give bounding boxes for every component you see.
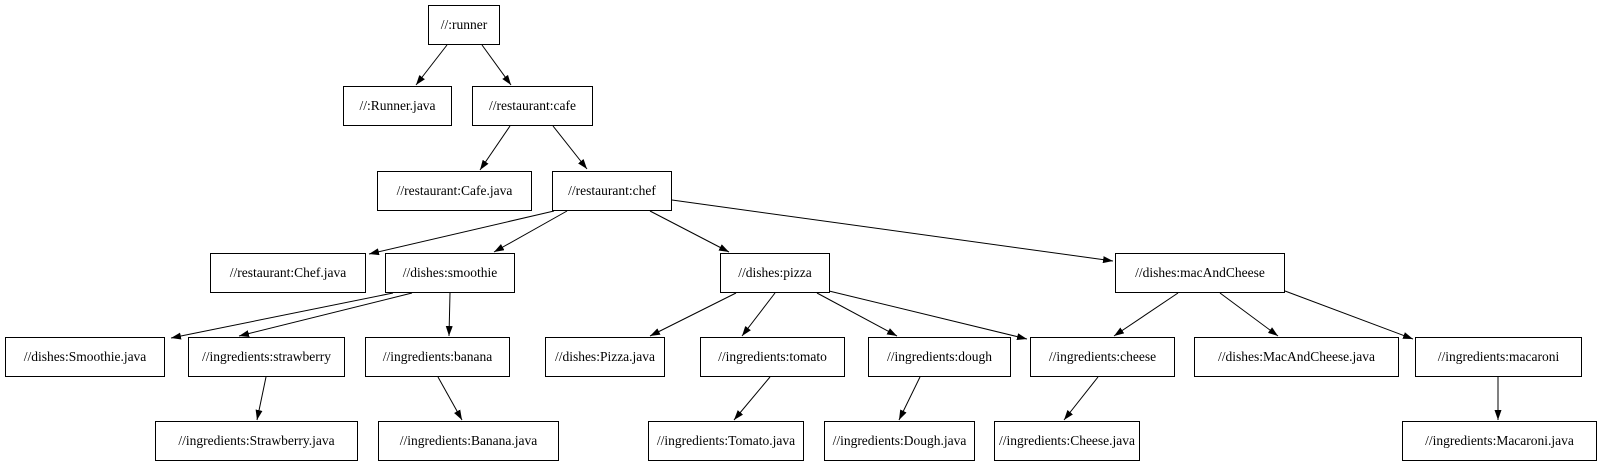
edge-chef-pizza [649, 210, 730, 253]
edge-banana-bananaJava [437, 376, 463, 421]
edge-pizza-dough [816, 292, 898, 337]
edge-pizza-pizzaJava [649, 292, 737, 337]
edge-strawberry-strawberryJava [255, 376, 267, 421]
node-strawberry: //ingredients:strawberry [188, 337, 345, 377]
edge-cheese-cheeseJava [1063, 376, 1099, 421]
edge-macAndCheese-macaroni [1284, 290, 1414, 340]
edge-tomato-tomatoJava [733, 376, 771, 421]
node-tomatoJava: //ingredients:Tomato.java [648, 421, 804, 461]
node-label-pizzaJava: //dishes:Pizza.java [554, 349, 656, 365]
edge-runner-cafe [481, 44, 512, 86]
node-label-bananaJava: //ingredients:Banana.java [399, 433, 538, 449]
edge-macAndCheese-macJava [1219, 292, 1279, 337]
node-label-strawberry: //ingredients:strawberry [202, 349, 331, 365]
node-macJava: //dishes:MacAndCheese.java [1194, 337, 1399, 377]
node-banana: //ingredients:banana [365, 337, 510, 377]
node-label-dough: //ingredients:dough [887, 349, 992, 365]
node-bananaJava: //ingredients:Banana.java [378, 421, 559, 461]
node-doughJava: //ingredients:Dough.java [824, 421, 975, 461]
node-label-macaroni: //ingredients:macaroni [1437, 349, 1560, 365]
node-label-pizza: //dishes:pizza [738, 265, 812, 281]
node-label-macJava: //dishes:MacAndCheese.java [1217, 349, 1376, 365]
node-label-tomato: //ingredients:tomato [718, 349, 827, 365]
node-cafe: //restaurant:cafe [472, 86, 593, 126]
node-label-chefJava: //restaurant:Chef.java [229, 265, 347, 281]
node-chef: //restaurant:chef [552, 171, 672, 211]
node-cheese: //ingredients:cheese [1030, 337, 1175, 377]
node-label-doughJava: //ingredients:Dough.java [832, 433, 967, 449]
edge-macAndCheese-cheese [1113, 292, 1179, 337]
node-strawberryJava: //ingredients:Strawberry.java [155, 421, 358, 461]
node-label-smoothie: //dishes:smoothie [402, 265, 498, 281]
edge-chef-macAndCheese [671, 199, 1114, 264]
node-dough: //ingredients:dough [868, 337, 1011, 377]
node-tomato: //ingredients:tomato [700, 337, 845, 377]
edge-smoothie-banana [445, 292, 453, 337]
node-label-cafe: //restaurant:cafe [489, 98, 576, 114]
node-smoothie: //dishes:smoothie [385, 253, 515, 293]
node-pizzaJava: //dishes:Pizza.java [545, 337, 665, 377]
node-pizza: //dishes:pizza [720, 253, 830, 293]
node-runnerJava: //:Runner.java [343, 86, 452, 126]
node-label-runner: //:runner [440, 17, 488, 33]
node-smoothieJava: //dishes:Smoothie.java [5, 337, 165, 377]
edge-cafe-chef [552, 125, 588, 170]
edge-pizza-cheese [828, 290, 1028, 341]
node-label-strawberryJava: //ingredients:Strawberry.java [178, 433, 335, 449]
edge-pizza-tomato [741, 292, 776, 337]
node-label-chef: //restaurant:chef [568, 183, 656, 199]
edge-chef-smoothie [493, 210, 568, 253]
node-label-smoothieJava: //dishes:Smoothie.java [23, 349, 147, 365]
node-label-cafeJava: //restaurant:Cafe.java [396, 183, 513, 199]
node-macAndCheese: //dishes:macAndCheese [1115, 253, 1285, 293]
node-label-banana: //ingredients:banana [382, 349, 493, 365]
node-chefJava: //restaurant:Chef.java [210, 253, 366, 293]
node-label-tomatoJava: //ingredients:Tomato.java [656, 433, 796, 449]
edge-smoothie-strawberry [238, 292, 413, 337]
node-macaroni: //ingredients:macaroni [1415, 337, 1582, 377]
node-cheeseJava: //ingredients:Cheese.java [994, 421, 1140, 461]
node-label-macaroniJava: //ingredients:Macaroni.java [1425, 433, 1574, 449]
node-label-cheese: //ingredients:cheese [1048, 349, 1157, 365]
edge-dough-doughJava [898, 376, 921, 421]
edge-cafe-cafeJava [479, 125, 511, 171]
node-label-runnerJava: //:Runner.java [359, 98, 436, 114]
edge-chef-chefJava [368, 210, 555, 256]
edge-smoothie-smoothieJava [170, 292, 394, 340]
node-cafeJava: //restaurant:Cafe.java [377, 171, 532, 211]
node-runner: //:runner [428, 5, 500, 45]
node-label-cheeseJava: //ingredients:Cheese.java [998, 433, 1136, 449]
edge-runner-runnerJava [415, 44, 448, 86]
node-label-macAndCheese: //dishes:macAndCheese [1135, 265, 1265, 281]
node-macaroniJava: //ingredients:Macaroni.java [1402, 421, 1597, 461]
